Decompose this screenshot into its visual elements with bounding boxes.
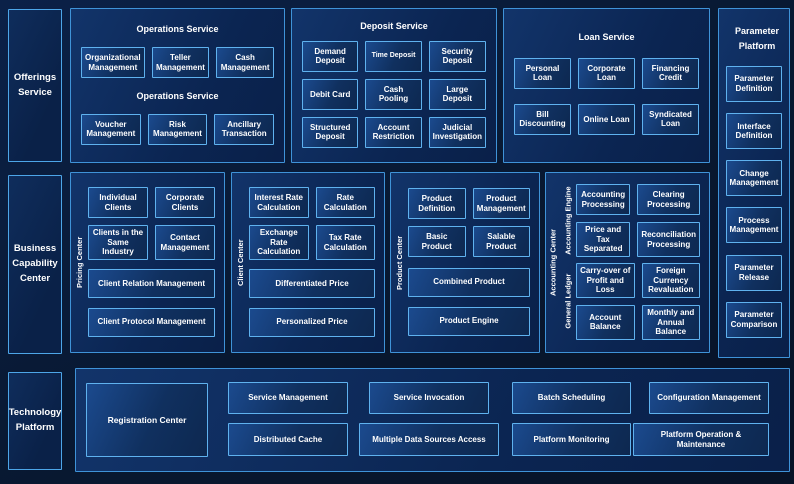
module-distributed-cache: Distributed Cache [228,423,348,456]
operations-service-subtitle: Operations Service [136,90,219,101]
loan-row-2: Bill Discounting Online Loan Syndicated … [514,103,699,135]
module-service-management: Service Management [228,382,348,414]
module-structured-deposit: Structured Deposit [302,116,359,148]
module-financing-credit: Financing Credit [642,57,699,89]
module-syndicated-loan: Syndicated Loan [642,103,699,135]
parameter-platform-group: Parameter Platform Parameter Definition … [718,8,790,358]
module-salable-product: Salable Product [472,226,530,258]
deposit-service-title: Deposit Service [360,21,428,32]
module-time-deposit: Time Deposit [365,40,422,72]
module-clients-same-industry: Clients in the Same Industry [88,225,148,261]
module-monthly-annual-balance: Monthly and Annual Balance [641,305,700,340]
deposit-service-group: Deposit Service Demand Deposit Time Depo… [291,8,497,163]
module-product-definition: Product Definition [408,188,466,220]
module-online-loan: Online Loan [578,103,635,135]
module-registration-center: Registration Center [86,383,208,457]
module-process-management: Process Management [726,207,782,244]
module-platform-monitoring: Platform Monitoring [512,423,631,456]
pricing-center-group: Pricing Center Individual Clients Corpor… [70,172,225,353]
operations-service-group: Operations Service Organizational Manage… [70,8,285,163]
module-clearing-processing: Clearing Processing [637,184,700,216]
module-reconciliation-processing: Reconciliation Processing [637,222,700,257]
client-center-pairs: Interest Rate Calculation Rate Calculati… [249,187,375,261]
module-batch-scheduling: Batch Scheduling [512,382,631,414]
module-parameter-comparison: Parameter Comparison [726,301,782,338]
module-platform-operation-maintenance: Platform Operation & Maintenance [633,423,769,456]
module-voucher-management: Voucher Management [81,113,141,145]
product-center-vertical-label: Product Center [395,235,404,290]
loan-row-1: Personal Loan Corporate Loan Financing C… [514,57,699,89]
client-center-vertical-label: Client Center [236,239,245,286]
module-configuration-management: Configuration Management [649,382,769,414]
module-ancillary-transaction: Ancillary Transaction [214,113,274,145]
module-organizational-management: Organizational Management [81,47,145,79]
module-individual-clients: Individual Clients [88,187,148,219]
module-interest-rate-calculation: Interest Rate Calculation [249,187,309,219]
module-product-engine: Product Engine [408,306,530,336]
module-personal-loan: Personal Loan [514,57,571,89]
deposit-grid: Demand Deposit Time Deposit Security Dep… [302,40,486,148]
module-accounting-processing: Accounting Processing [576,184,631,216]
accounting-engine-section: Accounting Engine Accounting Processing … [560,184,700,257]
module-personalized-price: Personalized Price [249,307,375,337]
operations-row-1: Organizational Management Teller Managem… [81,47,274,79]
module-account-restriction: Account Restriction [365,116,422,148]
module-basic-product: Basic Product [408,226,466,258]
module-judicial-investigation: Judicial Investigation [428,116,486,148]
loan-service-title: Loan Service [578,32,635,43]
product-center-pairs: Product Definition Product Management Ba… [408,188,530,258]
module-rate-calculation: Rate Calculation [315,187,375,219]
general-ledger-section: General Ledger Carry-over of Profit and … [560,263,700,340]
client-center-group: Client Center Interest Rate Calculation … [231,172,385,353]
module-parameter-definition: Parameter Definition [726,65,782,102]
module-price-and-tax-separated: Price and Tax Separated [576,222,631,257]
accounting-center-vertical-label: Accounting Center [548,228,558,297]
product-center-group: Product Center Product Definition Produc… [390,172,540,353]
module-client-relation-management: Client Relation Management [88,269,215,299]
module-bill-discounting: Bill Discounting [514,103,571,135]
module-risk-management: Risk Management [147,113,208,145]
module-tax-rate-calculation: Tax Rate Calculation [315,225,375,261]
module-change-management: Change Management [726,160,782,197]
module-multiple-data-sources-access: Multiple Data Sources Access [359,423,499,456]
module-teller-management: Teller Management [151,47,210,79]
module-foreign-currency-revaluation: Foreign Currency Revaluation [641,263,700,298]
module-interface-definition: Interface Definition [726,113,782,150]
accounting-engine-vertical-label: Accounting Engine [563,186,573,255]
module-exchange-rate-calculation: Exchange Rate Calculation [249,225,309,261]
module-account-balance: Account Balance [576,305,635,340]
operations-service-title: Operations Service [136,24,219,35]
module-client-protocol-management: Client Protocol Management [88,307,215,337]
module-cash-management: Cash Management [216,47,274,79]
module-large-deposit: Large Deposit [428,78,486,110]
parameter-platform-title: Parameter Platform [734,26,780,52]
module-demand-deposit: Demand Deposit [302,40,359,72]
module-contact-management: Contact Management [155,225,215,261]
module-combined-product: Combined Product [408,267,530,297]
module-parameter-release: Parameter Release [726,254,782,291]
module-security-deposit: Security Deposit [428,40,486,72]
technology-platform-label: Technology Platform [8,372,62,470]
module-corporate-clients: Corporate Clients [155,187,215,219]
loan-service-group: Loan Service Personal Loan Corporate Loa… [503,8,710,163]
module-differentiated-price: Differentiated Price [249,269,375,299]
module-carry-over-profit-loss: Carry-over of Profit and Loss [576,263,635,298]
module-cash-pooling: Cash Pooling [365,78,422,110]
operations-row-2: Voucher Management Risk Management Ancil… [81,113,274,145]
accounting-center-group: Accounting Center Accounting Engine Acco… [545,172,710,353]
module-service-invocation: Service Invocation [369,382,489,414]
technology-platform-container: Registration Center Service Management S… [75,368,790,472]
module-debit-card: Debit Card [302,78,359,110]
pricing-center-vertical-label: Pricing Center [75,236,84,289]
pricing-center-pairs: Individual Clients Corporate Clients Cli… [88,187,215,261]
module-product-management: Product Management [472,188,530,220]
offerings-service-label: Offerings Service [8,9,62,162]
module-corporate-loan: Corporate Loan [578,57,635,89]
business-capability-center-label: Business Capability Center [8,175,62,354]
general-ledger-vertical-label: General Ledger [563,273,573,330]
